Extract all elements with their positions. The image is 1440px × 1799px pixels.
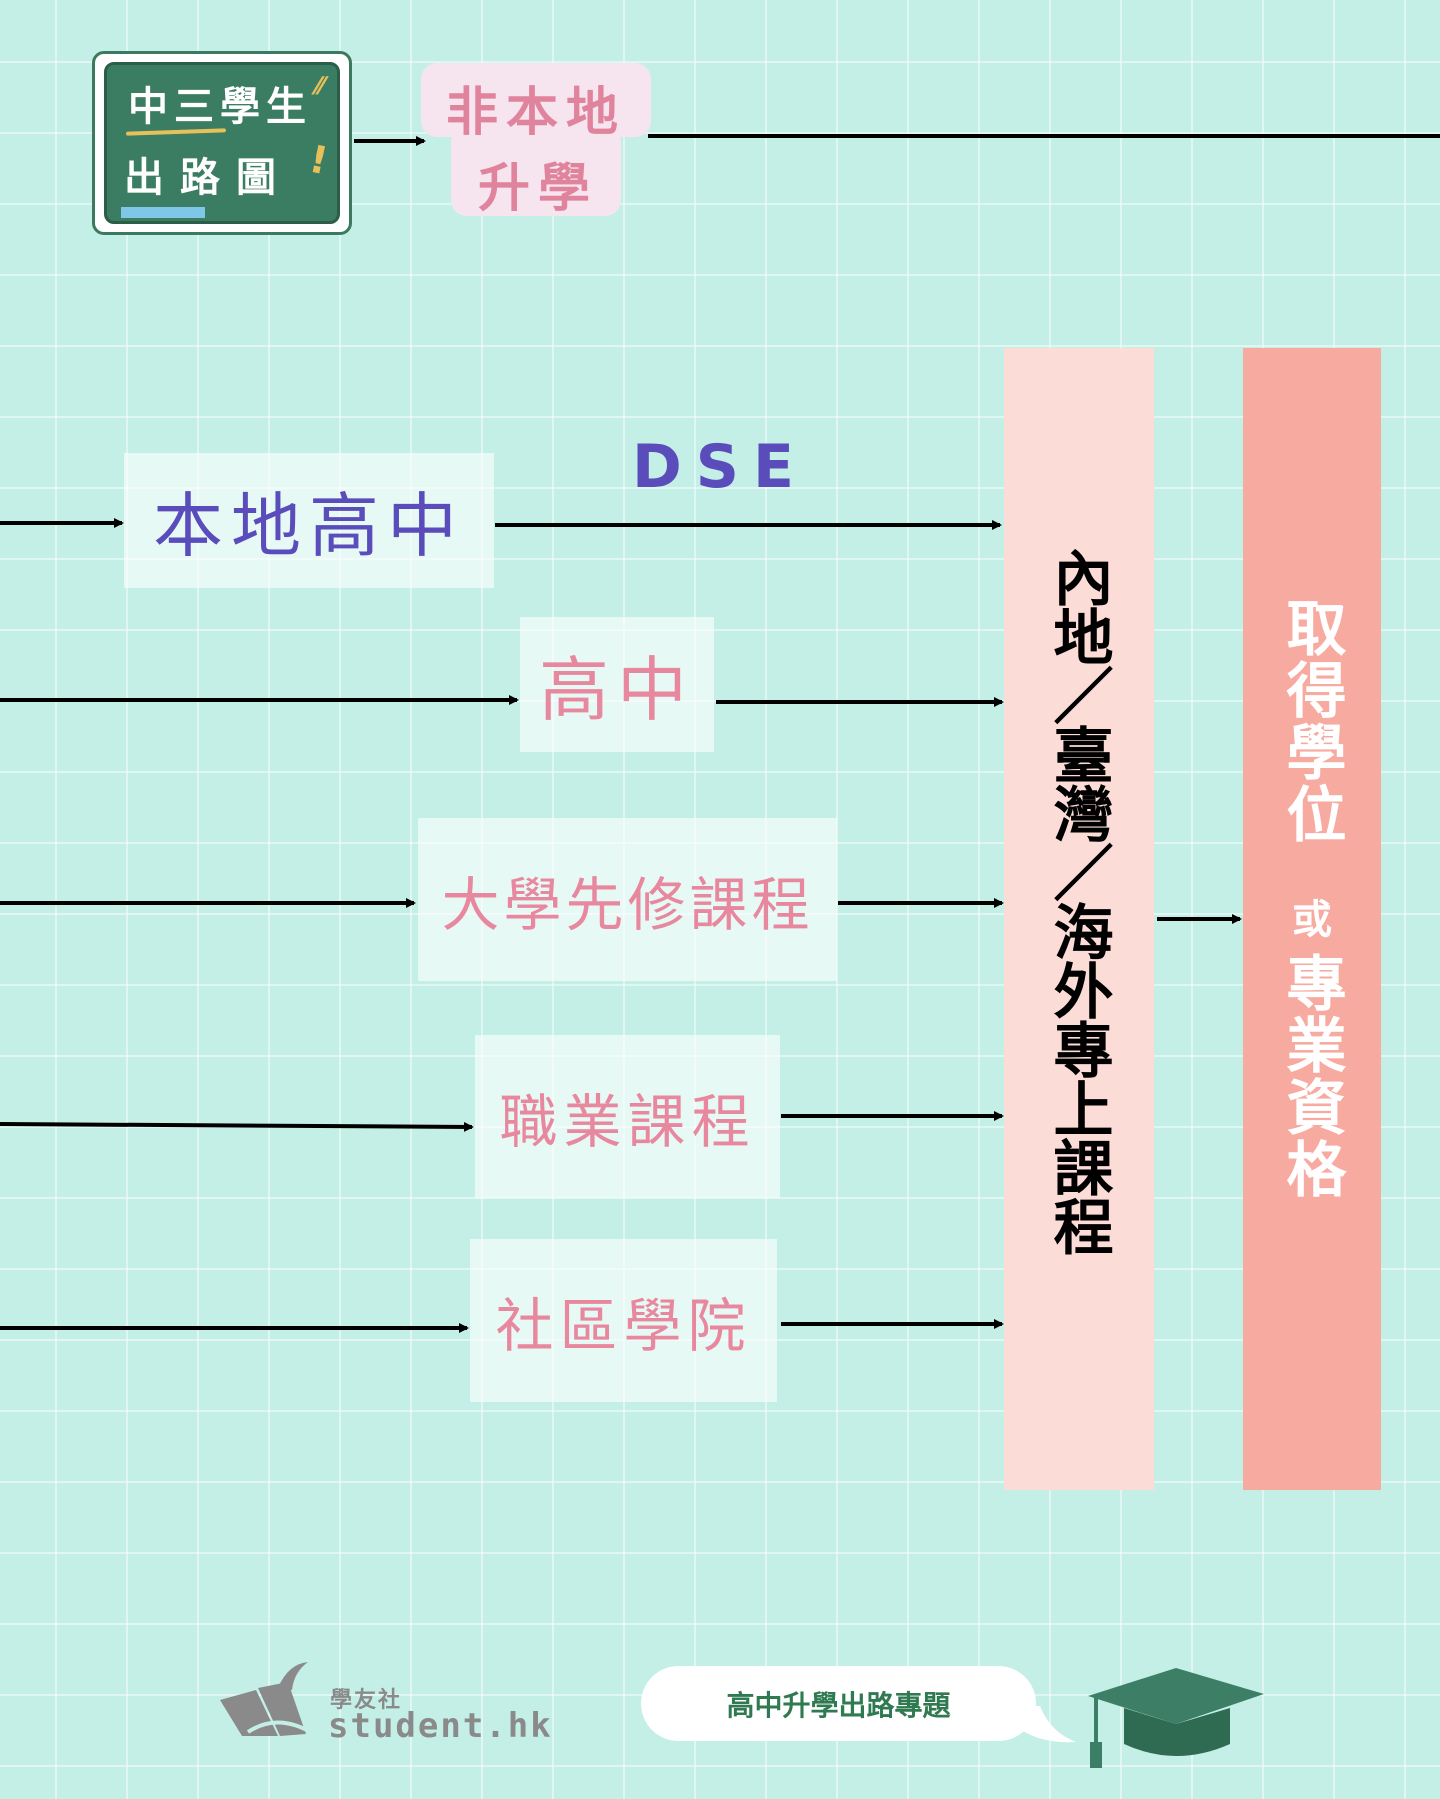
destination-column xyxy=(1004,348,1154,1490)
pathway-label: 社區學院 xyxy=(495,1291,752,1360)
dse-label: DSE xyxy=(632,432,809,502)
pathway-vocational-course: 職業課程 xyxy=(475,1035,780,1198)
chalk-eraser-icon xyxy=(121,207,205,218)
chalk-marks-icon: ⁄⁄ xyxy=(316,72,325,100)
nonlocal-line2: 升學 xyxy=(478,159,599,219)
pathway-label: 高中 xyxy=(539,649,695,731)
outcome-qualification: 專業資格 xyxy=(1276,952,1346,1200)
title-board xyxy=(104,62,340,224)
title-line2: 出路圖 xyxy=(124,155,292,201)
bubble-tail-icon xyxy=(1010,1706,1076,1743)
logo-chinese-name: 學友社 xyxy=(330,1688,403,1713)
topic-bubble xyxy=(641,1666,1036,1741)
pathway-label: 本地高中 xyxy=(153,485,465,567)
student-hk-logo xyxy=(220,1662,316,1736)
nonlocal-bubble-bottom xyxy=(451,126,621,216)
topic-label: 高中升學出路專題 xyxy=(726,1688,951,1722)
graduation-cap-icon xyxy=(1088,1668,1264,1768)
pathway-label: 大學先修課程 xyxy=(441,870,814,939)
outcome-or: 或 xyxy=(1292,897,1332,943)
pathway-community-college: 社區學院 xyxy=(470,1239,777,1402)
title-line1: 中三學生 xyxy=(128,84,312,130)
destination-label: 內地／臺灣／海外專上課程 xyxy=(1043,547,1113,1255)
arrow-in-voc xyxy=(0,1121,474,1132)
pathway-foundation-course: 大學先修課程 xyxy=(418,818,837,981)
pathway-senior-secondary: 高中 xyxy=(520,617,714,752)
nonlocal-line1: 非本地 xyxy=(446,83,627,143)
pathway-local-senior-secondary: 本地高中 xyxy=(124,453,494,588)
logo-english-name: student.hk xyxy=(328,1706,553,1746)
nonlocal-bubble-top xyxy=(421,63,651,137)
outcome-degree: 取得學位 xyxy=(1276,597,1346,845)
pathway-label: 職業課程 xyxy=(499,1087,756,1156)
outcome-column xyxy=(1243,348,1381,1490)
